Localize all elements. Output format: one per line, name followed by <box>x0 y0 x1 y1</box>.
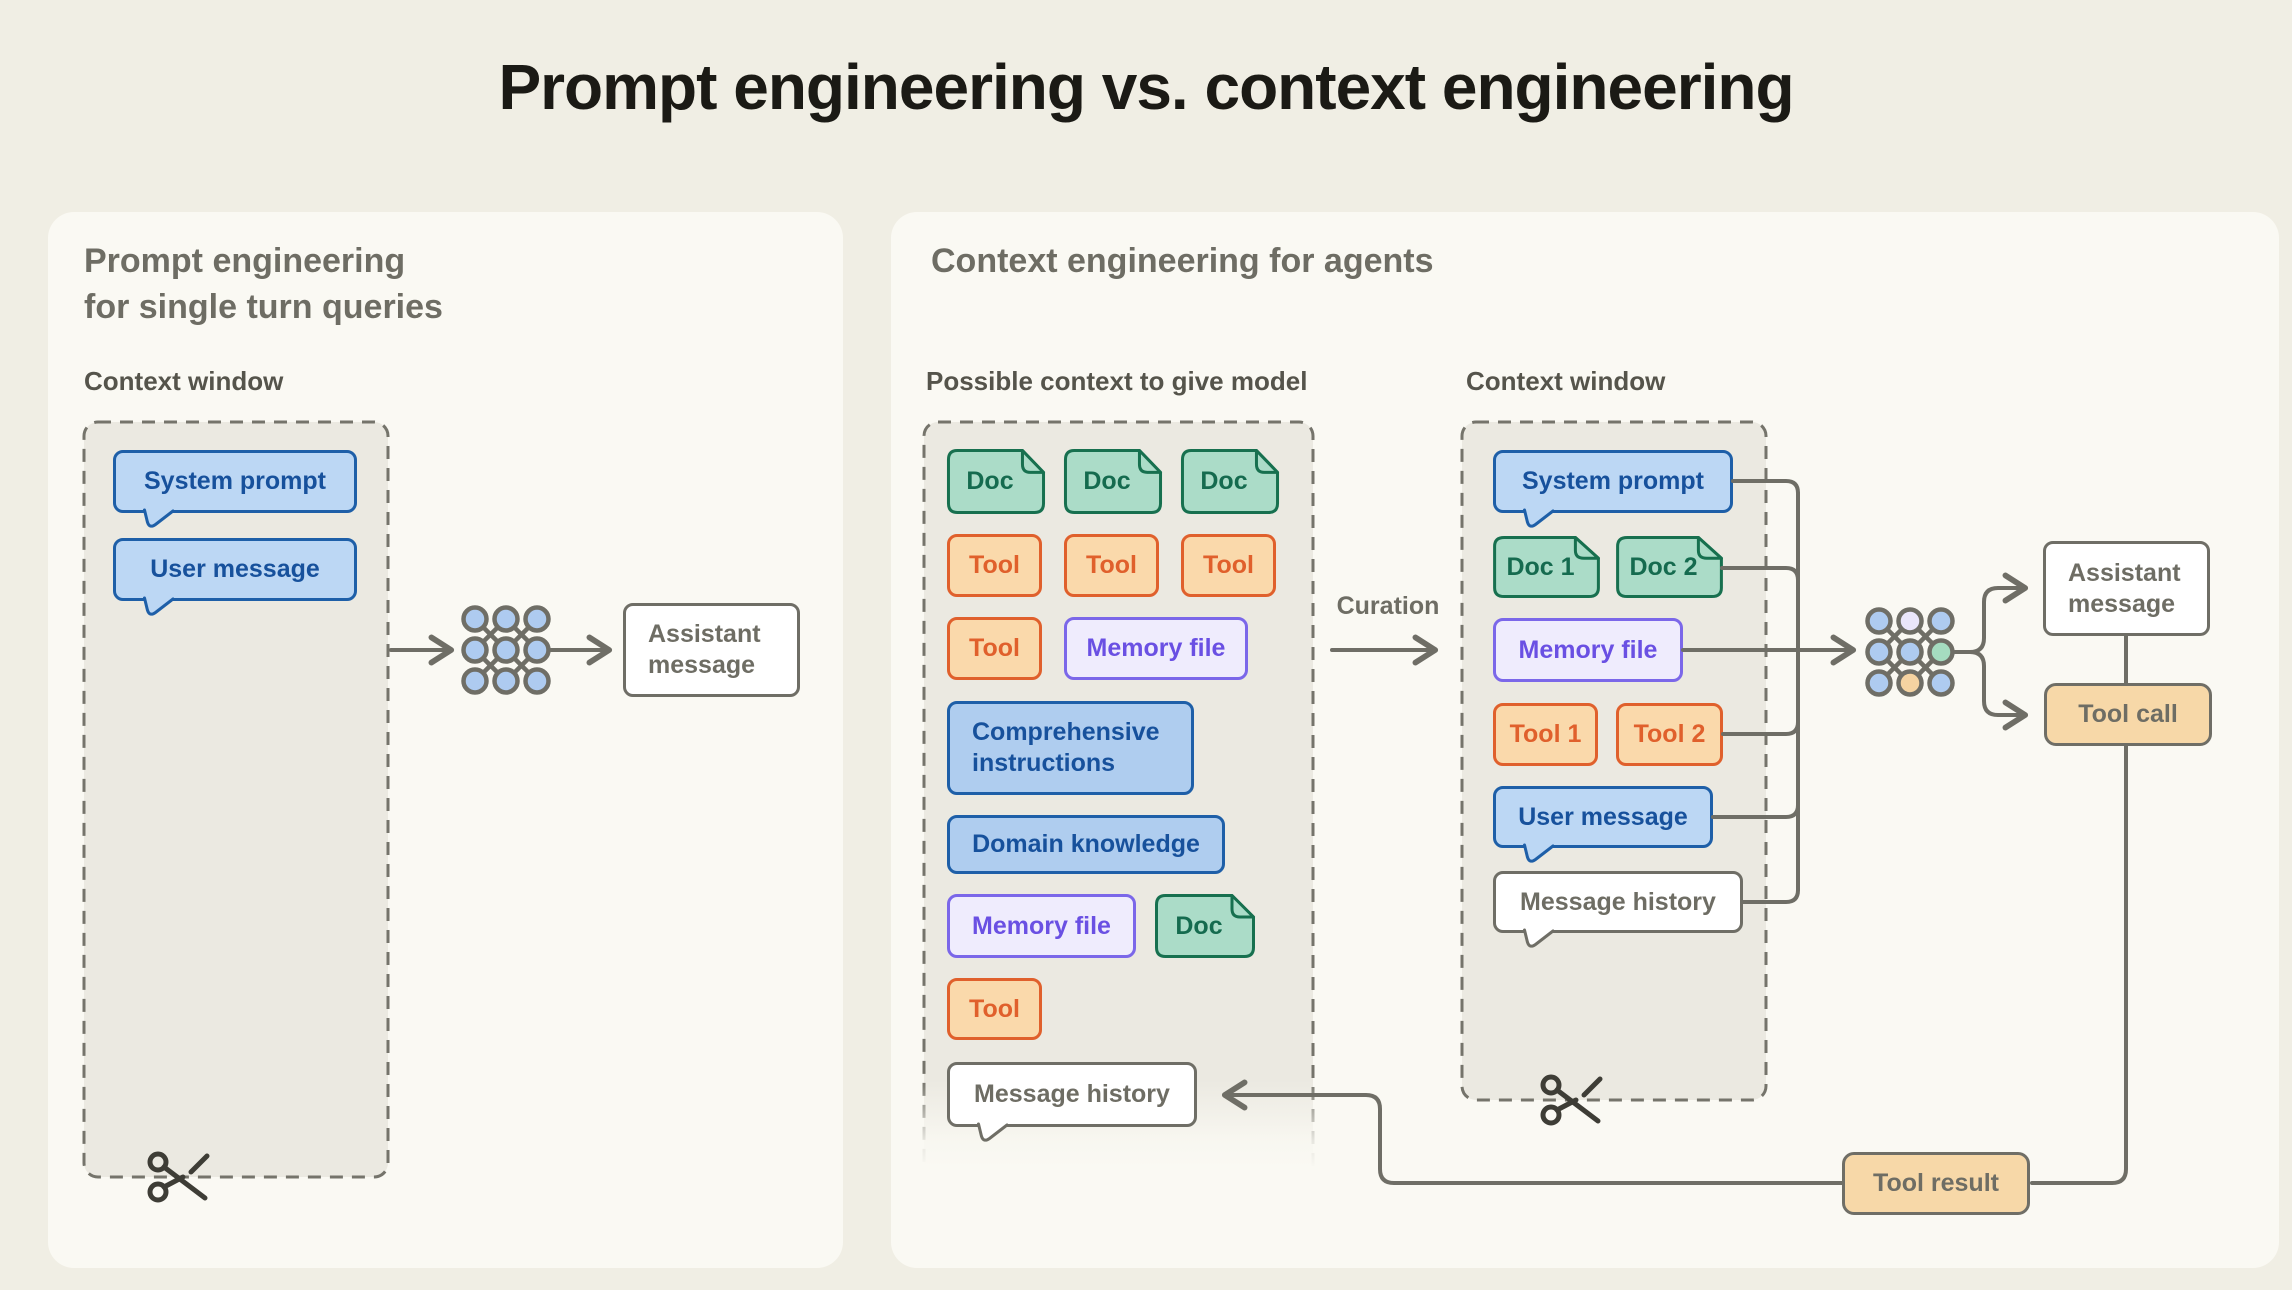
tool-card: Tool 2 <box>1616 703 1723 766</box>
message-history-bubble: Message history <box>1493 871 1743 948</box>
left-context-window-label: Context window <box>84 366 284 396</box>
bubble-tail <box>143 594 175 616</box>
doc-card: Doc <box>1155 894 1255 958</box>
bubble-tail <box>1523 926 1555 948</box>
left-panel-heading-line2: for single turn queries <box>84 288 443 326</box>
system-prompt-bubble: System prompt <box>1493 450 1733 528</box>
tool-card: Tool <box>947 978 1042 1040</box>
tool-card: Tool <box>1064 534 1159 597</box>
message-history-bubble: Message history <box>947 1062 1197 1142</box>
tool-card: Tool <box>947 617 1042 680</box>
assistant-message-label: Assistant message <box>648 620 761 679</box>
system-prompt-label: System prompt <box>144 467 326 495</box>
tool-card: Tool <box>947 534 1042 597</box>
model-icon <box>461 605 551 695</box>
left-panel-heading: Prompt engineering for single turn queri… <box>84 238 644 330</box>
assistant-message-box: Assistant message <box>2043 541 2210 636</box>
scissors-icon <box>1540 1074 1603 1126</box>
doc-card: Doc 2 <box>1616 536 1723 598</box>
doc-card: Doc 1 <box>1493 536 1600 598</box>
memory-file-card: Memory file <box>1493 618 1683 682</box>
bubble-tail <box>977 1120 1009 1142</box>
bubble-tail <box>1523 506 1555 528</box>
doc-card: Doc <box>947 449 1045 514</box>
bubble-tail <box>1523 841 1555 863</box>
tool-call-box: Tool call <box>2044 683 2212 746</box>
tool-card: Tool <box>1181 534 1276 597</box>
left-panel-heading-line1: Prompt engineering <box>84 242 406 280</box>
user-message-bubble: User message <box>1493 786 1713 863</box>
doc-card: Doc <box>1064 449 1162 514</box>
user-message-bubble: User message <box>113 538 357 616</box>
tool-result-box: Tool result <box>1842 1152 2030 1215</box>
right-panel-heading: Context engineering for agents <box>931 242 1434 280</box>
doc-card: Doc <box>1181 449 1279 514</box>
user-message-label: User message <box>150 555 320 583</box>
left-context-window-region <box>82 420 390 1179</box>
model-icon <box>1865 607 1955 697</box>
system-prompt-bubble: System prompt <box>113 450 357 528</box>
tool-card: Tool 1 <box>1493 703 1598 766</box>
scissors-icon <box>147 1151 210 1203</box>
comprehensive-instructions-card: Comprehensive instructions <box>947 701 1194 795</box>
possible-context-label: Possible context to give model <box>926 366 1308 396</box>
assistant-message-box: Assistant message <box>623 603 800 697</box>
curation-label: Curation <box>1336 592 1440 620</box>
bubble-tail <box>143 506 175 528</box>
memory-file-card: Memory file <box>1064 617 1248 680</box>
page-title: Prompt engineering vs. context engineeri… <box>498 51 1794 123</box>
memory-file-card: Memory file <box>947 894 1136 958</box>
domain-knowledge-card: Domain knowledge <box>947 815 1225 874</box>
right-context-window-label: Context window <box>1466 366 1666 396</box>
